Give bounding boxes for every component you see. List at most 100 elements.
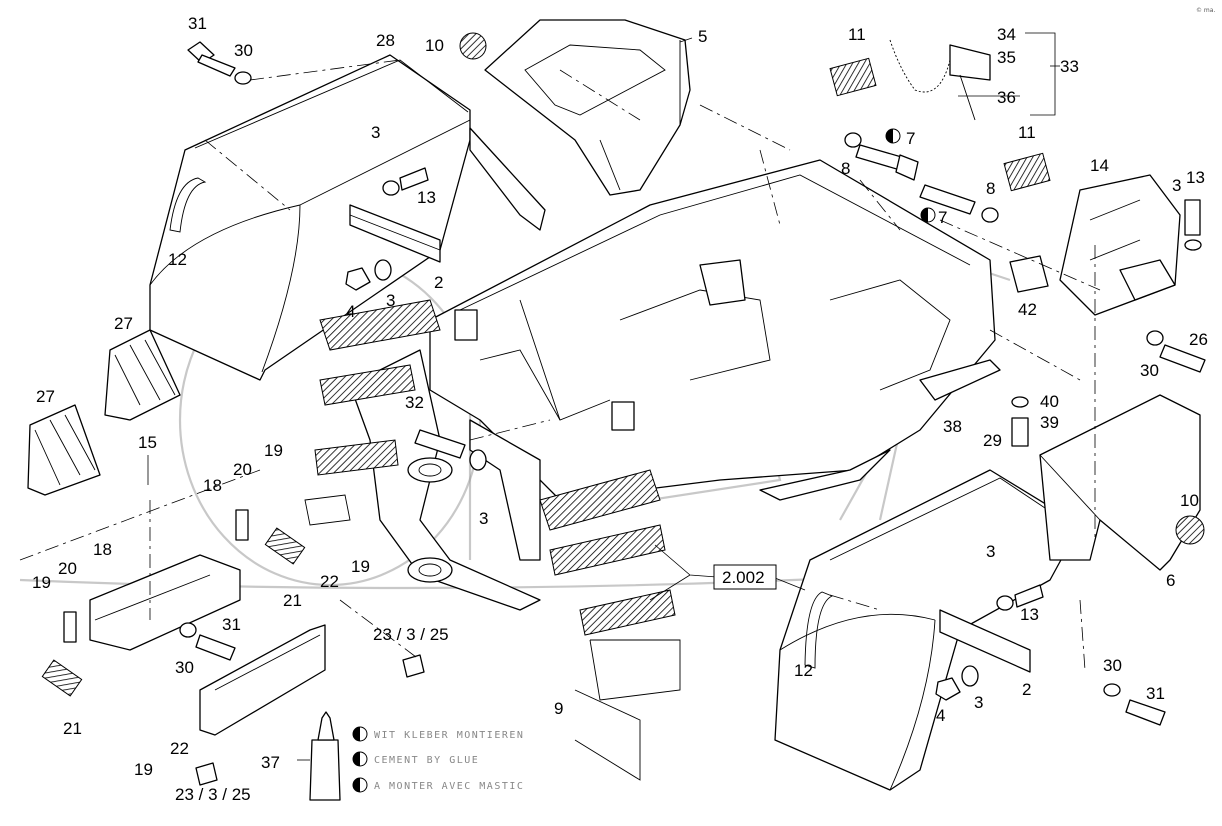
callout-42: 42 (1018, 300, 1037, 319)
bolt-7-a (844, 132, 919, 181)
right-fender-29 (774, 469, 1081, 791)
callout-31: 31 (222, 615, 241, 634)
callout-13: 13 (1186, 168, 1205, 187)
legend-text-1: WIT KLEBER MONTIEREN (374, 730, 524, 741)
callout-4: 4 (346, 302, 355, 321)
grip-pad-11-b (1003, 152, 1051, 192)
callout-13: 13 (417, 188, 436, 207)
callout-31: 31 (1146, 684, 1165, 703)
callout-18: 18 (203, 476, 222, 495)
callout-5: 5 (698, 27, 707, 46)
tool-box-14 (1059, 174, 1181, 316)
main-frame (349, 159, 996, 611)
glue-symbols (885, 128, 936, 223)
reflector-10-a (459, 32, 487, 60)
rear-bumper-6 (1039, 394, 1205, 571)
callout-labels: 31 30 28 10 5 11 34 35 33 36 3 13 12 2 4… (32, 14, 1208, 804)
callout-15: 15 (138, 433, 157, 452)
callout-19: 19 (264, 441, 283, 460)
callout-10: 10 (1180, 491, 1199, 510)
bolt-13-right (1184, 199, 1202, 251)
callout-21: 21 (283, 591, 302, 610)
grab-handle-9 (574, 689, 641, 781)
callout-22: 22 (170, 739, 189, 758)
callout-23-3-25: 23 / 3 / 25 (175, 785, 251, 804)
callout-4: 4 (936, 706, 945, 725)
bolt-31-top (187, 41, 252, 85)
callout-30: 30 (234, 41, 253, 60)
callout-19: 19 (351, 557, 370, 576)
callout-7: 7 (906, 129, 915, 148)
callout-40: 40 (1040, 392, 1059, 411)
callout-31: 31 (188, 14, 207, 33)
callout-29: 29 (983, 431, 1002, 450)
left-fender-28 (149, 54, 546, 381)
callout-27: 27 (36, 387, 55, 406)
callout-12: 12 (168, 250, 187, 269)
callout-26: 26 (1189, 330, 1208, 349)
callout-23-3-25: 23 / 3 / 25 (373, 625, 449, 644)
callout-3: 3 (386, 291, 395, 310)
wheel-chock-27-a (104, 329, 181, 421)
callout-19: 19 (134, 760, 153, 779)
bolt-13-lower (996, 584, 1044, 611)
callout-33: 33 (1060, 57, 1079, 76)
callout-39: 39 (1040, 413, 1059, 432)
nut-4-right (935, 665, 979, 701)
bushing-23-b (195, 762, 218, 786)
callout-2: 2 (434, 273, 443, 292)
bolt-31-lower-left (179, 622, 236, 661)
callout-8: 8 (841, 159, 850, 178)
callout-30: 30 (1140, 361, 1159, 380)
callout-13: 13 (1020, 605, 1039, 624)
callout-3: 3 (479, 509, 488, 528)
callout-35: 35 (997, 48, 1016, 67)
bracket-2-left (349, 204, 441, 263)
wheel-chock-27-b (27, 404, 101, 496)
callout-20: 20 (233, 460, 252, 479)
callout-9: 9 (554, 699, 563, 718)
callout-10: 10 (425, 36, 444, 55)
pin-20-b (63, 611, 77, 643)
cover-plate-5 (484, 19, 691, 196)
lynch-pin-33 (889, 39, 991, 121)
callout-20: 20 (58, 559, 77, 578)
glue-tube-37 (309, 711, 341, 801)
callout-34: 34 (997, 25, 1016, 44)
callout-28: 28 (376, 31, 395, 50)
corner-mark: © ma. (1196, 7, 1215, 14)
callout-3: 3 (371, 123, 380, 142)
callout-19: 19 (32, 573, 51, 592)
right-step-assembly (539, 469, 681, 701)
step-plate-assembly-left (41, 527, 326, 736)
callout-11: 11 (1018, 123, 1036, 142)
callout-21: 21 (63, 719, 82, 738)
callout-37: 37 (261, 753, 280, 772)
nut-4-left (345, 259, 392, 291)
callout-32: 32 (405, 393, 424, 412)
callout-18: 18 (93, 540, 112, 559)
callout-6: 6 (1166, 571, 1175, 590)
bracket-2-right (939, 609, 1031, 673)
callout-8: 8 (986, 179, 995, 198)
grip-pad-11-a (829, 57, 877, 97)
left-step-assembly (304, 299, 441, 526)
bushing-42 (1009, 255, 1049, 293)
pin-20-a (235, 509, 249, 541)
callout-14: 14 (1090, 156, 1109, 175)
bolt-32 (414, 429, 487, 471)
callout-38: 38 (943, 417, 962, 436)
callout-3: 3 (1172, 176, 1181, 195)
callout-3: 3 (974, 693, 983, 712)
callout-box-2002 (713, 564, 777, 590)
assembly-lines (19, 59, 1101, 671)
callout-12: 12 (794, 661, 813, 680)
callout-11: 11 (848, 25, 866, 44)
callout-27: 27 (114, 314, 133, 333)
callout-3: 3 (986, 542, 995, 561)
cap-screw-39 (1011, 396, 1029, 447)
callout-36: 36 (997, 88, 1016, 107)
bushing-23-a (402, 654, 425, 678)
callout-2: 2 (1022, 680, 1031, 699)
